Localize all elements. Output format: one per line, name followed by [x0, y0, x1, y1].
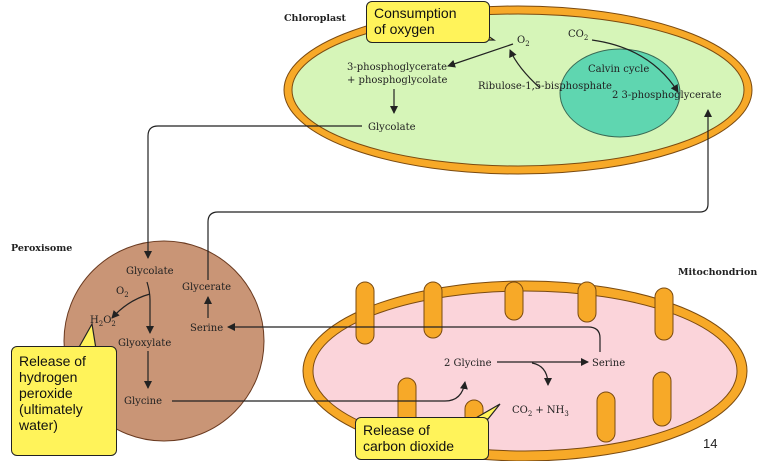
peroxisome-serine-label: Serine — [190, 323, 223, 334]
pga-label: 2 3-phosphoglycerate — [612, 90, 722, 101]
co2-callout: Release of carbon dioxide — [355, 417, 489, 460]
peroxisome-glycine-label: Glycine — [124, 396, 162, 407]
glycerate-label: Glycerate — [182, 282, 231, 293]
co2-label: CO2 — [568, 29, 588, 42]
oxygen-callout: Consumption of oxygen — [366, 1, 490, 43]
glyoxylate-label: Glyoxylate — [118, 338, 171, 349]
peroxisome-glycolate-label: Glycolate — [126, 266, 174, 277]
co2-callout-line: carbon dioxide — [363, 438, 455, 454]
o2-label: O2 — [517, 35, 530, 48]
chloroplast-glycolate-label: Glycolate — [368, 122, 416, 133]
peroxide-callout: Release of hydrogen peroxide (ultimately… — [11, 346, 117, 456]
mitochondrion — [302, 280, 748, 461]
page-number: 14 — [703, 436, 718, 451]
peroxide-callout-line: hydrogen — [19, 369, 78, 385]
peroxide-callout-line: peroxide — [19, 385, 73, 401]
chloroplast — [283, 5, 753, 175]
peroxide-callout-line: water) — [19, 417, 58, 433]
mitochondrion-label: Mitochondrion — [678, 267, 757, 278]
calvin-cycle-circle — [559, 48, 681, 138]
oxygen-callout-line: of oxygen — [374, 21, 435, 37]
mito-glycine-label: 2 Glycine — [444, 358, 492, 369]
peroxisome-label: Peroxisome — [11, 243, 72, 254]
h2o2-label: H2O2 — [90, 315, 116, 328]
mito-serine-label: Serine — [592, 358, 625, 369]
phosphoglycerate-label: 3-phosphoglycerate — [347, 62, 447, 73]
arrows — [111, 39, 712, 402]
peroxide-callout-line: (ultimately — [19, 401, 83, 417]
co2-nh3-label: CO2+ NH3 — [512, 405, 569, 418]
oxygen-callout-line: Consumption — [374, 5, 457, 21]
peroxisome-o2-label: O2 — [116, 286, 129, 299]
calvin-cycle-label: Calvin cycle — [588, 64, 649, 75]
rubp-label: Ribulose-1,5-bisphosphate — [478, 81, 612, 92]
chloroplast-label: Chloroplast — [284, 13, 347, 24]
peroxide-callout-line: Release of — [19, 353, 86, 369]
co2-callout-line: Release of — [363, 422, 430, 438]
phosphoglycolate-label: + phosphoglycolate — [347, 75, 447, 86]
